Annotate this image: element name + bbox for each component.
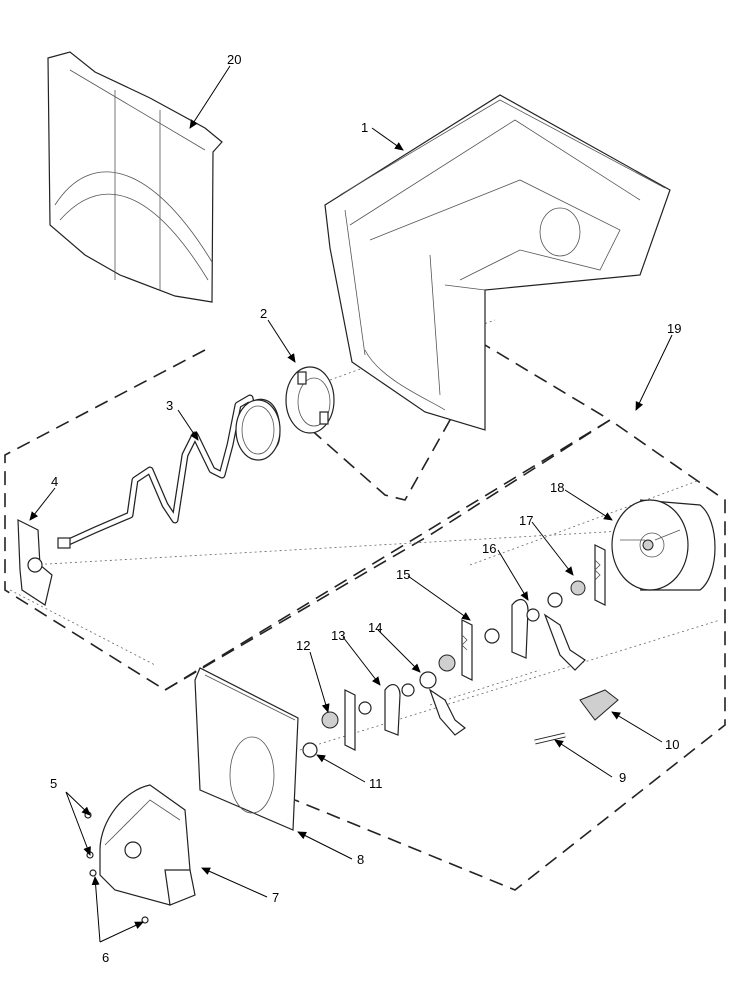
- alignment-line-6: [429, 669, 541, 706]
- callout-7: 7: [272, 890, 279, 905]
- callout-18: 18: [550, 480, 564, 495]
- callout-2: 2: [260, 306, 267, 321]
- part-6-screw-b: [141, 916, 149, 924]
- part-9-pin: [534, 732, 566, 745]
- part-10-bracket: [579, 689, 619, 721]
- assembly-outline-inner: [4, 343, 612, 691]
- part-20-front-cover: [47, 51, 223, 303]
- callout-17: 17: [519, 513, 533, 528]
- part-15-blade: [438, 619, 500, 681]
- part-11-nut: [302, 742, 318, 758]
- callout-16: 16: [482, 541, 496, 556]
- alignment-line-5: [299, 619, 721, 751]
- alignment-line-1: [29, 529, 641, 566]
- callout-labels: 20 1 2 3 4 5 6 7 8 9 10 11 12 13 14 15 1…: [50, 52, 681, 965]
- callout-14: 14: [368, 620, 382, 635]
- callout-19: 19: [667, 321, 681, 336]
- part-18-motor-housing: [611, 499, 716, 591]
- callout-13: 13: [331, 628, 345, 643]
- callout-3: 3: [166, 398, 173, 413]
- callout-15: 15: [396, 567, 410, 582]
- callout-4: 4: [51, 474, 58, 489]
- part-6-screw-a: [89, 869, 97, 877]
- part-7-housing: [99, 784, 196, 906]
- part-16-spacer: [511, 592, 586, 671]
- leader-lines: [29, 65, 673, 943]
- callout-9: 9: [619, 770, 626, 785]
- part-3-auger: [57, 394, 281, 549]
- alignment-line-3: [469, 479, 701, 566]
- part-8-mounting-plate: [194, 667, 299, 831]
- callout-6: 6: [102, 950, 109, 965]
- callout-12: 12: [296, 638, 310, 653]
- alignment-line-2: [9, 589, 156, 666]
- callout-1: 1: [361, 120, 368, 135]
- part-14-blade: [419, 671, 467, 736]
- callout-10: 10: [665, 737, 679, 752]
- part-4-impeller: [17, 519, 53, 606]
- part-17-blade: [570, 544, 606, 606]
- callout-8: 8: [357, 852, 364, 867]
- part-2-bushing: [285, 366, 335, 434]
- callout-20: 20: [227, 52, 241, 67]
- callout-5: 5: [50, 776, 57, 791]
- part-13-spacer: [358, 683, 415, 736]
- part-1-ice-bucket: [324, 94, 671, 431]
- part-12-blade: [321, 689, 356, 751]
- assembly-outline-19: [164, 419, 726, 891]
- callout-11: 11: [369, 776, 383, 791]
